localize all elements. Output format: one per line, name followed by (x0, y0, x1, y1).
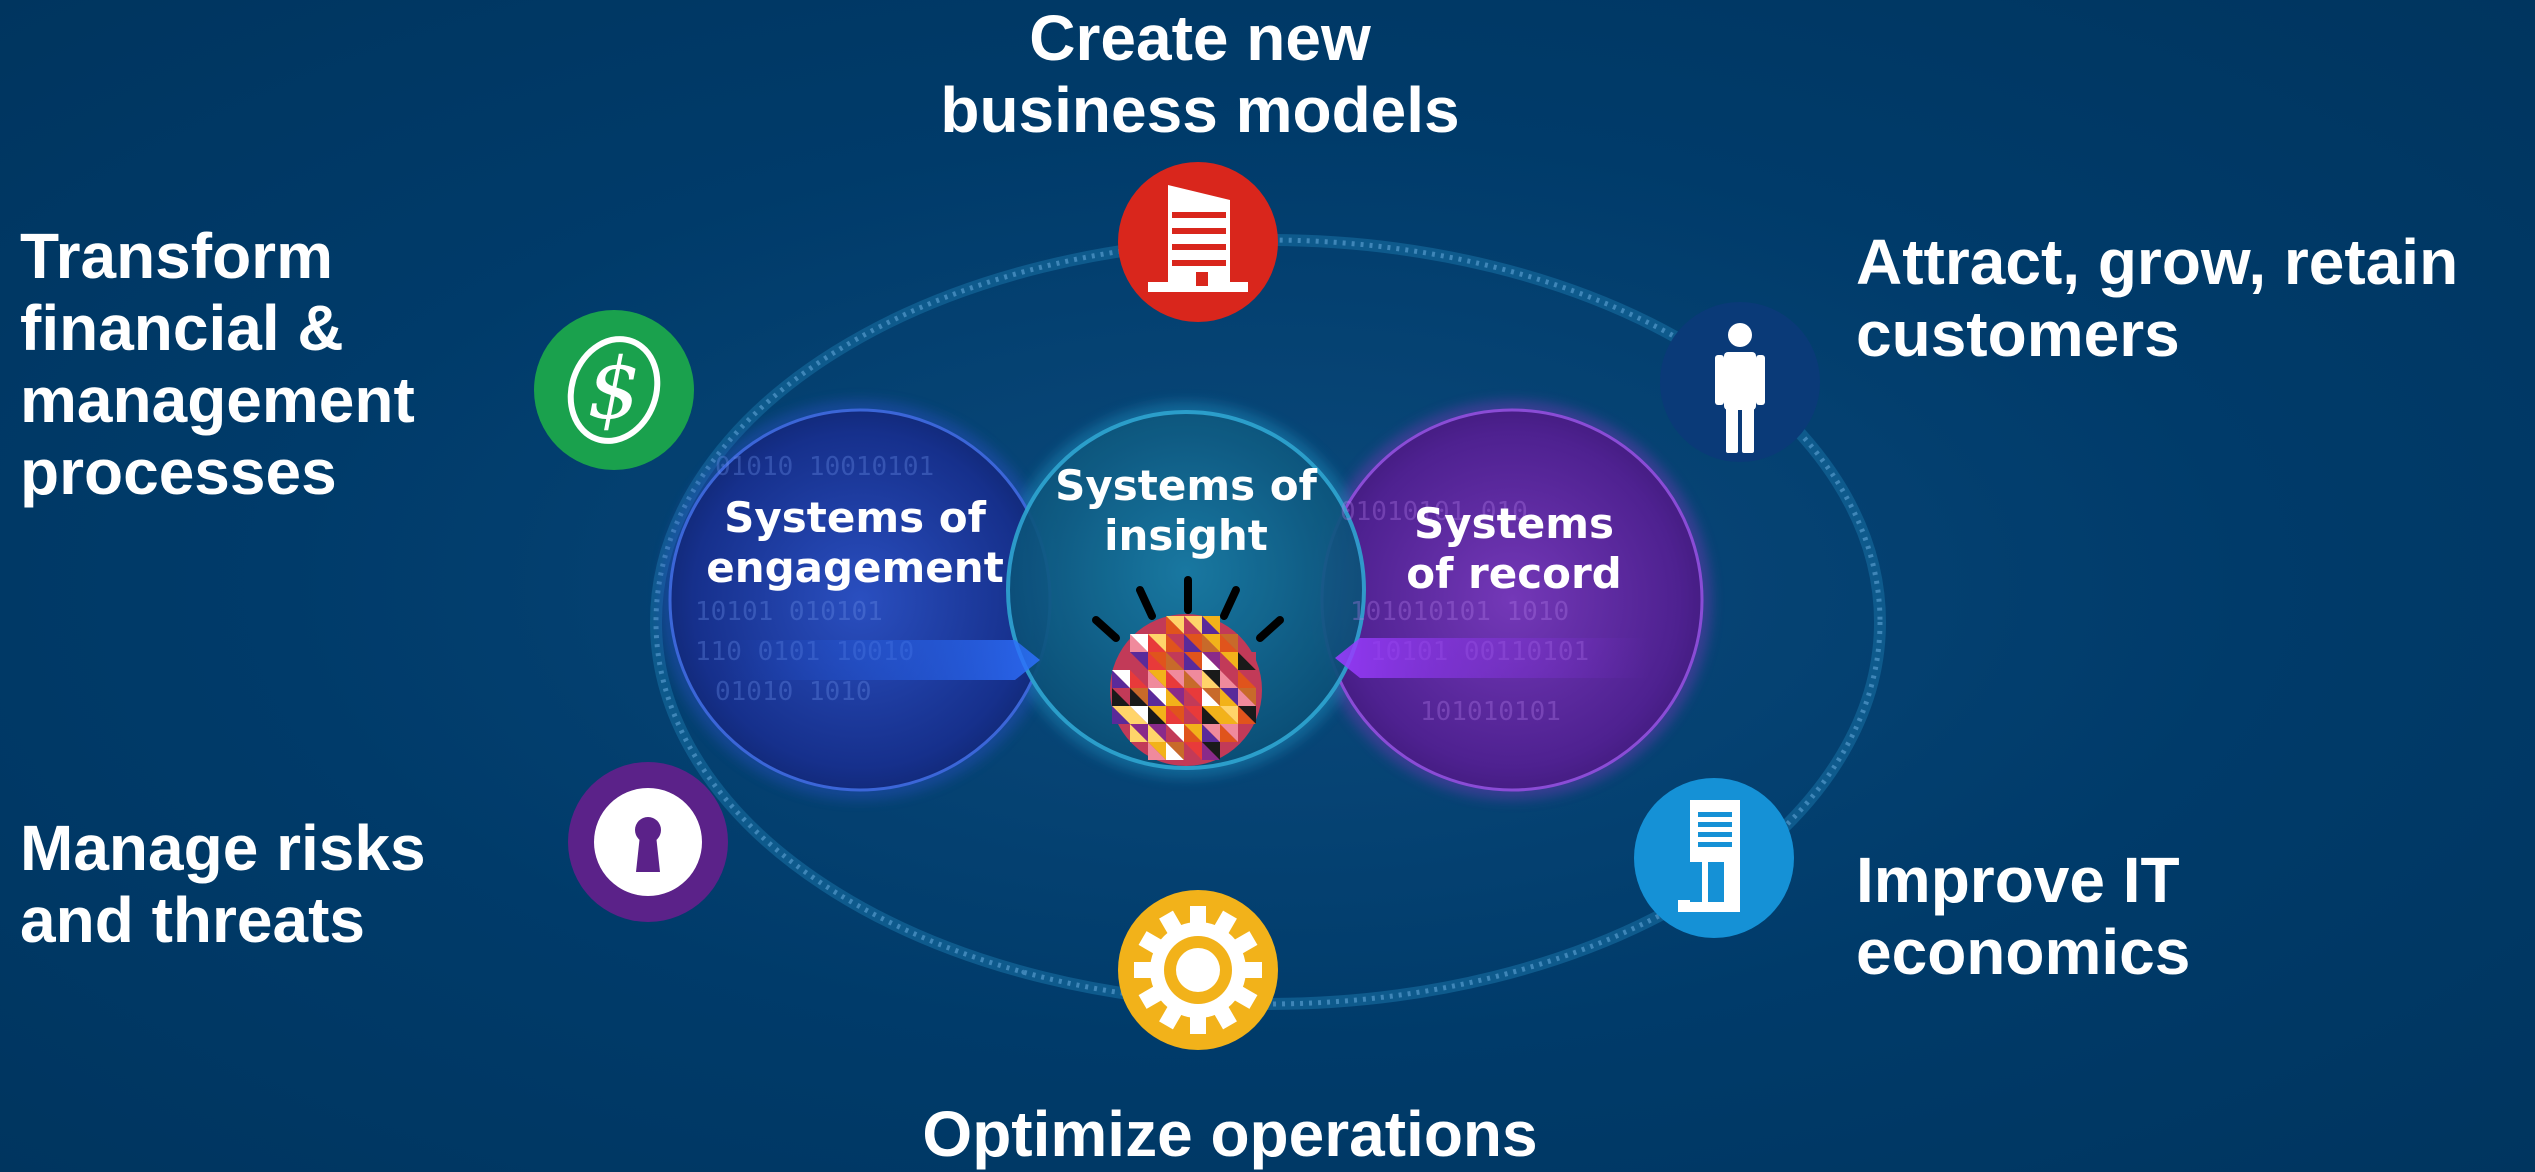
goal-optimize-operations: Optimize operations (922, 1098, 1538, 1170)
mosaic-tile (1148, 688, 1166, 706)
mosaic-tile (1112, 706, 1130, 724)
mosaic-tile (1166, 652, 1184, 670)
keyhole-icon (568, 762, 728, 922)
mosaic-tile (1130, 706, 1148, 724)
svg-text:$: $ (587, 340, 640, 438)
insight-label-line1: Systems of (1055, 461, 1317, 510)
goal-transform-financial: Transform financial & management process… (20, 220, 415, 508)
goal-manage-risks: Manage risks and threats (20, 812, 426, 956)
building-icon (1118, 162, 1278, 322)
mosaic-tile (1202, 724, 1220, 742)
mosaic-tile (1166, 724, 1184, 742)
mosaic-tile (1238, 706, 1256, 724)
record-label-line2: of record (1406, 549, 1621, 598)
mosaic-tile (1130, 688, 1148, 706)
svg-text:101010101 1010: 101010101 1010 (1350, 597, 1569, 627)
insight-rays (1092, 576, 1284, 642)
goal-create-business-models: Create new business models (940, 2, 1460, 146)
mosaic-tile (1238, 652, 1256, 670)
mosaic-tile (1184, 688, 1202, 706)
engagement-label-line2: engagement (706, 543, 1004, 592)
mosaic-tile (1238, 688, 1256, 706)
mosaic-tile (1166, 670, 1184, 688)
mosaic-tile (1202, 706, 1220, 724)
mosaic-tile (1166, 688, 1184, 706)
mosaic-tile (1166, 706, 1184, 724)
mosaic-tile (1166, 634, 1184, 652)
mosaic-tile (1184, 706, 1202, 724)
mosaic-tile (1184, 742, 1202, 760)
mosaic-tile (1220, 670, 1238, 688)
mosaic-tile (1184, 724, 1202, 742)
insight-label-line2: insight (1104, 511, 1268, 560)
mosaic-tile (1202, 652, 1220, 670)
mosaic-tile (1202, 742, 1220, 760)
svg-text:10101 010101: 10101 010101 (695, 597, 883, 627)
mosaic-tile (1220, 706, 1238, 724)
dollar-icon: $ (534, 310, 694, 470)
mosaic-tile (1220, 652, 1238, 670)
person-icon (1660, 302, 1820, 462)
goal-attract-customers: Attract, grow, retain customers (1856, 226, 2459, 370)
mosaic-tile (1130, 670, 1148, 688)
mosaic-tile (1112, 670, 1130, 688)
mosaic-tile (1184, 670, 1202, 688)
mosaic-tile (1202, 616, 1220, 634)
mosaic-tile (1202, 670, 1220, 688)
mosaic-tile (1202, 634, 1220, 652)
mosaic-tile (1130, 634, 1148, 652)
mosaic-tile (1148, 652, 1166, 670)
mosaic-tile (1148, 724, 1166, 742)
svg-text:01010 10010101: 01010 10010101 (715, 452, 934, 482)
mosaic-tile (1238, 670, 1256, 688)
mosaic-tile (1148, 670, 1166, 688)
mosaic-tile (1112, 688, 1130, 706)
mosaic-tile (1148, 706, 1166, 724)
mosaic-tile (1148, 634, 1166, 652)
server-icon (1634, 778, 1794, 938)
mosaic-tile (1184, 616, 1202, 634)
mosaic-tile (1166, 742, 1184, 760)
record-arrow (1335, 638, 1650, 678)
mosaic-tile (1184, 652, 1202, 670)
engagement-arrow (720, 640, 1040, 680)
mosaic-tile (1220, 724, 1238, 742)
mosaic-tile (1202, 688, 1220, 706)
mosaic-tile (1148, 742, 1166, 760)
mosaic-tile (1220, 634, 1238, 652)
svg-text:101010101: 101010101 (1420, 697, 1561, 727)
gear-icon (1118, 890, 1278, 1050)
mosaic-tile (1184, 634, 1202, 652)
svg-text:01010 1010: 01010 1010 (715, 677, 872, 707)
insight-globe-mosaic (1112, 616, 1256, 760)
mosaic-tile (1130, 652, 1148, 670)
mosaic-tile (1130, 724, 1148, 742)
goal-improve-it-economics: Improve IT economics (1856, 844, 2191, 988)
mosaic-tile (1220, 688, 1238, 706)
svg-text:01010101 010: 01010101 010 (1340, 497, 1528, 527)
record-label-line1: Systems (1414, 499, 1614, 548)
engagement-label-line1: Systems of (724, 493, 986, 542)
mosaic-tile (1166, 616, 1184, 634)
orbit-ring-dots (653, 237, 1883, 1007)
